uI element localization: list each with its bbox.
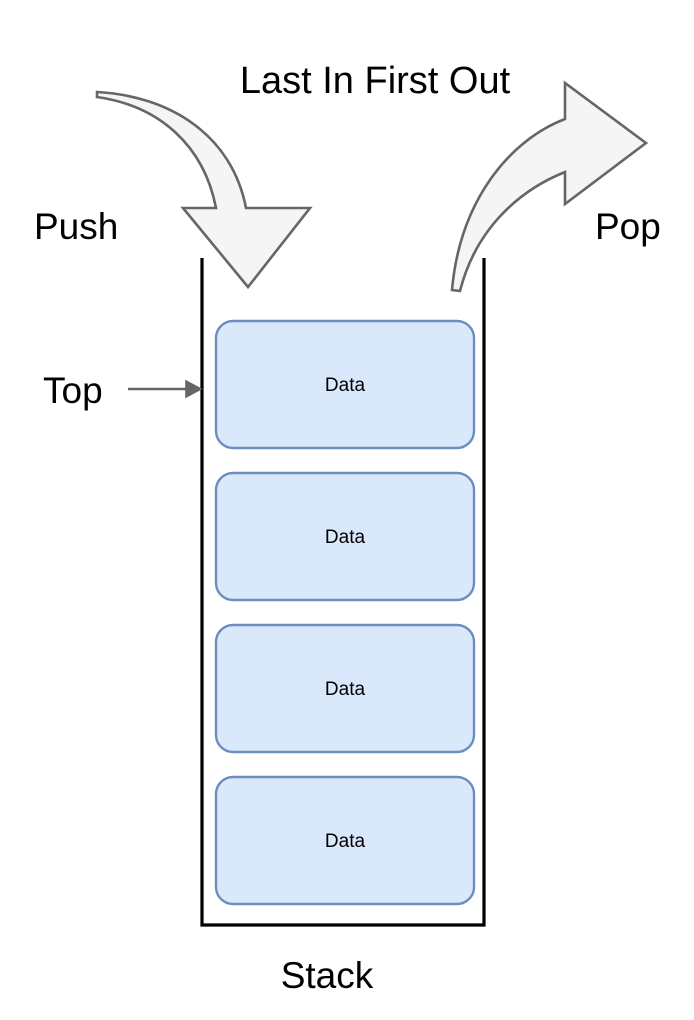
push-arrow-icon <box>95 90 313 290</box>
pop-arrow-icon <box>450 80 649 293</box>
stack-cell-label: Data <box>325 831 366 852</box>
diagram-title: Last In First Out <box>240 60 511 102</box>
stack-cell-label: Data <box>325 527 366 548</box>
stack-cell-label: Data <box>325 679 366 700</box>
stack-cell-label: Data <box>325 375 366 396</box>
top-label: Top <box>43 370 103 411</box>
stack-container <box>200 258 486 927</box>
stack-cell[interactable] <box>214 775 476 906</box>
push-label: Push <box>34 206 118 247</box>
stack-caption: Stack <box>281 955 374 996</box>
stack-cell[interactable] <box>214 471 476 602</box>
stack-cells <box>214 319 476 906</box>
pop-label: Pop <box>595 206 661 247</box>
stack-cell[interactable] <box>214 319 476 450</box>
top-pointer-right-arrow-icon <box>128 379 203 399</box>
stack-cell[interactable] <box>214 623 476 754</box>
